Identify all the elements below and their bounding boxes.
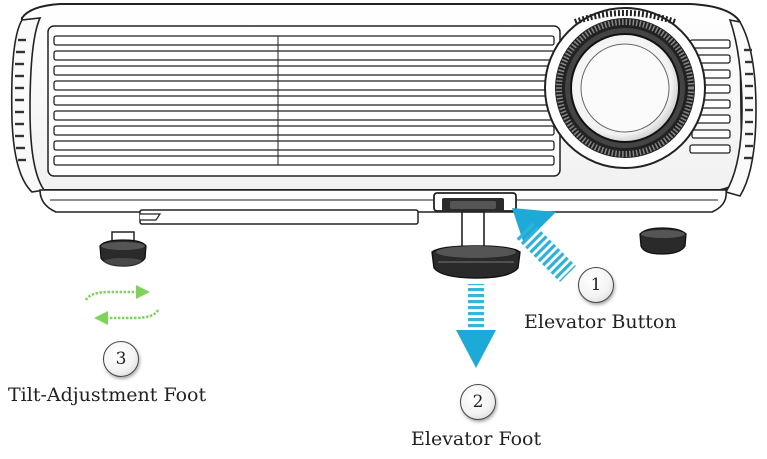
lens [544,7,706,169]
front-vent-slats [53,35,555,166]
rotate-arrows-icon [84,290,160,320]
callout-number-2: 2 [460,384,496,420]
tilt-adjustment-foot [99,231,147,267]
rotate-arrow-heads [94,285,150,325]
elevator-foot [431,211,521,279]
elevator-button-housing [433,192,517,212]
callout-label-tilt-adjustment-foot: Tilt-Adjustment Foot [8,384,207,406]
rear-right-foot [639,227,687,255]
left-side-grill [15,38,26,162]
callout-number-3: 3 [103,341,139,377]
callout-number-1: 1 [578,267,614,303]
callout-label-elevator-foot: Elevator Foot [411,428,542,450]
right-side-grill [744,48,753,160]
down-arrow-icon [456,284,496,368]
callout-label-elevator-button: Elevator Button [524,311,677,333]
push-arrow-icon [512,208,576,282]
projector-body [10,3,757,225]
